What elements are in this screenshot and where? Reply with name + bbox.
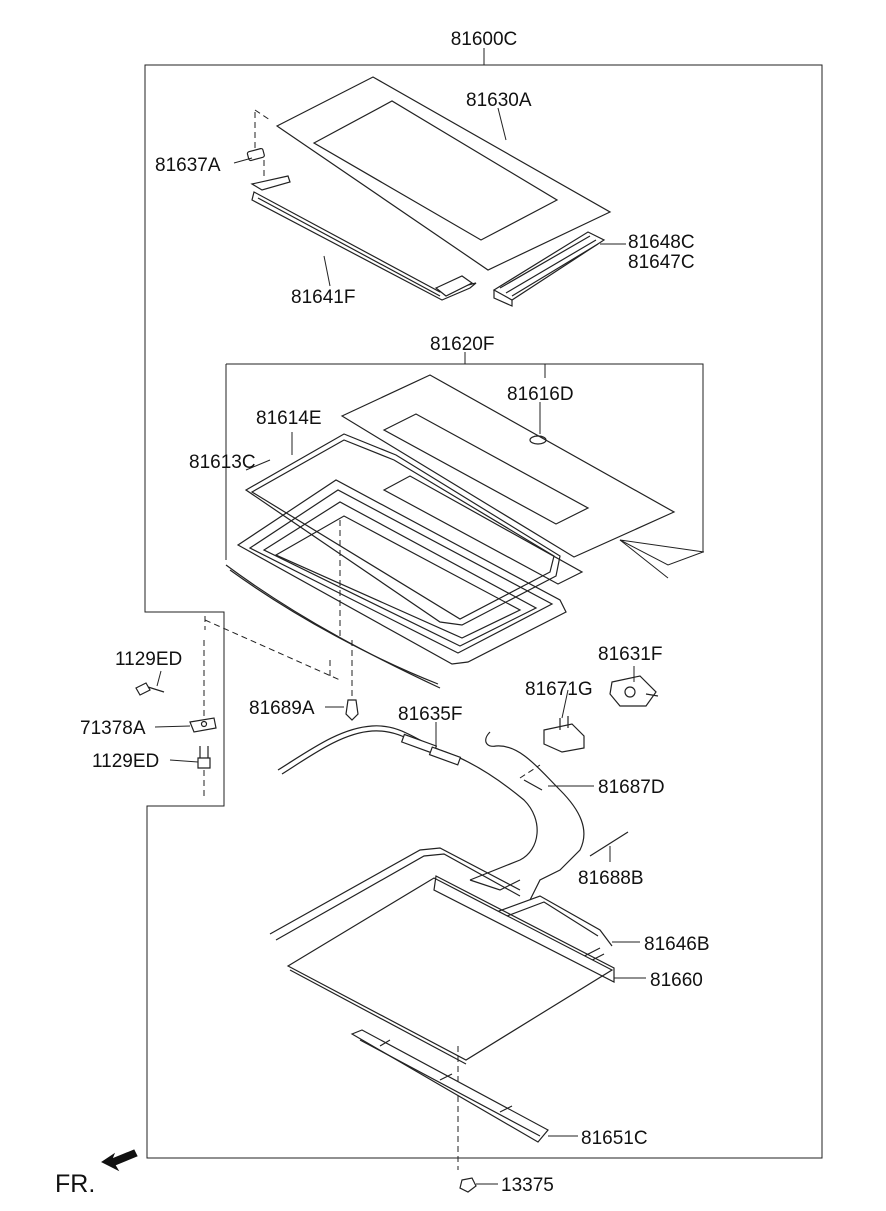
label-81616D: 81616D	[507, 384, 574, 405]
bolt-upper-part	[135, 640, 205, 720]
label-81600C: 81600C	[451, 29, 518, 50]
leader-lines	[154, 107, 646, 1185]
label-81648C: 81648C	[628, 232, 695, 253]
fr-label: FR.	[55, 1170, 95, 1198]
label-81651C: 81651C	[581, 1128, 648, 1149]
label-81614E: 81614E	[256, 408, 322, 429]
label-81620F: 81620F	[430, 334, 494, 355]
label-81631F: 81631F	[598, 644, 662, 665]
label-1129ED-upper: 1129ED	[115, 649, 182, 670]
front-direction-marker: FR.	[55, 1149, 138, 1198]
label-81630A: 81630A	[466, 90, 532, 111]
label-81688B: 81688B	[578, 868, 644, 889]
guide-part	[492, 231, 606, 307]
wiring-part	[485, 731, 585, 901]
glass-panel-part	[254, 76, 612, 271]
cap-part	[246, 112, 265, 180]
label-81687D: 81687D	[598, 777, 665, 798]
frame-assembly-box	[225, 352, 705, 579]
drain-hose-part	[345, 699, 359, 721]
bolt-lower-part	[197, 746, 211, 800]
front-arrow-icon	[101, 1149, 138, 1172]
reinforcement-part	[340, 374, 676, 585]
label-81613C: 81613C	[189, 452, 256, 473]
hose-clip-part	[589, 831, 629, 857]
deflector-part	[250, 175, 477, 301]
label-1129ED-lower: 1129ED	[92, 751, 159, 772]
nut-part	[459, 1177, 477, 1193]
frame-part	[225, 479, 567, 689]
projection-lines	[204, 520, 353, 700]
bracket-part	[189, 717, 217, 733]
label-81641F: 81641F	[291, 287, 355, 308]
assembly-boundary	[144, 48, 823, 1159]
motor-bracket-part	[543, 716, 585, 753]
weatherstrip-part	[244, 433, 561, 626]
cable-part	[277, 725, 538, 891]
motor-part	[609, 675, 659, 707]
label-81660: 81660	[650, 970, 703, 991]
label-81646B: 81646B	[644, 934, 710, 955]
part-labels: 81600C 81630A 81637A 81641F 81648C 81647…	[80, 29, 710, 1196]
front-bracket-part	[350, 1029, 549, 1143]
label-13375: 13375	[501, 1175, 554, 1196]
label-81671G: 81671G	[525, 679, 593, 700]
label-81647C: 81647C	[628, 252, 695, 273]
sunshade-part	[286, 875, 615, 1170]
label-81637A: 81637A	[155, 155, 221, 176]
label-81635F: 81635F	[398, 704, 462, 725]
label-81689A: 81689A	[249, 698, 315, 719]
label-71378A: 71378A	[80, 718, 146, 739]
